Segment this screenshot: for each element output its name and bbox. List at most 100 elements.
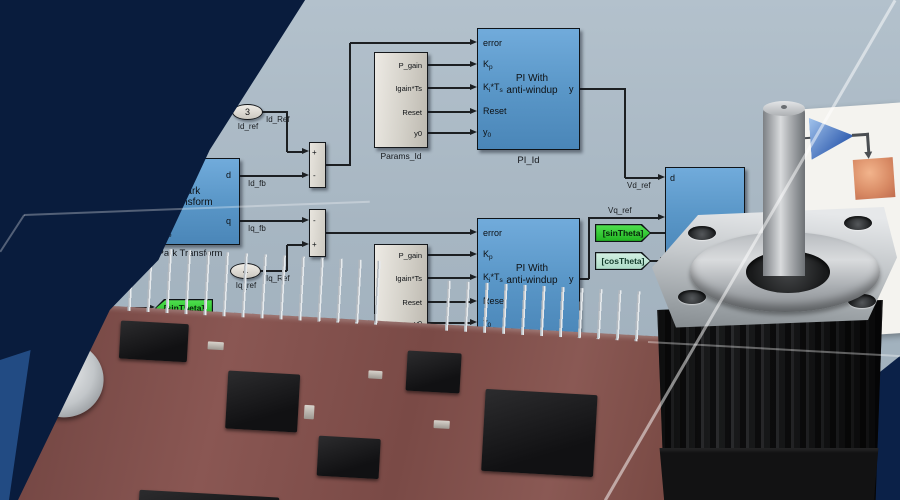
- wire: [326, 232, 470, 234]
- park-out-q: q: [226, 216, 232, 226]
- wire: [428, 277, 470, 279]
- params-id-port: Igain*Ts: [395, 84, 422, 93]
- ic-chip: [316, 435, 381, 480]
- wire: [588, 217, 658, 219]
- wire: [588, 217, 590, 279]
- pi-id-port-reset: Reset: [483, 106, 507, 116]
- wire-arrow: [470, 229, 477, 235]
- pi-id-title-line2: anti-windup: [506, 85, 558, 96]
- resistor: [433, 420, 450, 429]
- sum-block-d[interactable]: [309, 142, 326, 188]
- park-out-d: d: [226, 170, 232, 180]
- resistor: [368, 370, 383, 380]
- pi-id-name: PI_Id: [517, 155, 540, 166]
- wire-arrow: [302, 217, 309, 223]
- wire-arrow: [470, 39, 477, 45]
- wire-arrow: [470, 129, 477, 135]
- wire: [625, 177, 658, 179]
- signal-vq-ref: Vq_ref: [608, 206, 632, 215]
- wire: [262, 111, 287, 113]
- wire: [287, 244, 303, 246]
- params-id-port: y0: [414, 129, 422, 138]
- launchpad-board-photo: [0, 246, 693, 500]
- pi-id-block[interactable]: [477, 28, 580, 150]
- pin-header-row: [436, 280, 645, 342]
- wire: [650, 260, 661, 262]
- wire: [286, 111, 288, 152]
- pi-iq-out-y: y: [569, 274, 574, 284]
- pin-header-row: [119, 246, 393, 326]
- wire: [287, 151, 303, 153]
- black-header: [481, 388, 598, 478]
- wire-arrow: [470, 61, 477, 67]
- wire-arrow: [302, 148, 309, 154]
- wire-arrow: [658, 174, 665, 180]
- shaft-center-hole: [781, 105, 787, 109]
- ic-chip: [118, 320, 189, 363]
- wire: [580, 88, 625, 90]
- params-id-block[interactable]: [374, 52, 428, 148]
- sum-d-sign2: -: [313, 171, 316, 180]
- wire: [580, 278, 589, 280]
- wire-arrow: [658, 214, 665, 220]
- pi-id-port-error: error: [483, 38, 503, 48]
- from-sintheta-label: [sinTheta]: [596, 225, 650, 241]
- signal-id-fb: Id_fb: [248, 179, 266, 188]
- sum-q-sign1: -: [313, 216, 316, 225]
- pi-id-out-y: y: [569, 84, 574, 94]
- pi-id-port-kp: Kp: [483, 59, 493, 71]
- params-id-port: P_gain: [398, 61, 422, 70]
- surface-plot-icon: [852, 157, 896, 200]
- from-sintheta-tag[interactable]: [sinTheta]: [595, 224, 651, 242]
- pi-iq-port-ki: Ki*Ts: [483, 272, 503, 284]
- ic-chip: [405, 350, 462, 394]
- pi-id-port-y0: y0: [483, 127, 492, 139]
- wire-arrow: [470, 274, 477, 280]
- wire-arrow: [302, 241, 309, 247]
- inport-id-ref-label: Id_ref: [237, 122, 259, 131]
- flange-hole: [844, 216, 872, 230]
- pi-iq-port-error: error: [483, 228, 503, 238]
- wire: [240, 220, 302, 222]
- wire: [650, 232, 679, 234]
- pi-iq-port-kp: Kp: [483, 249, 493, 261]
- wire: [350, 42, 470, 44]
- wire: [428, 254, 470, 256]
- pi-id-port-ki: Ki*Ts: [483, 82, 503, 94]
- wire: [428, 111, 470, 113]
- wire: [428, 132, 470, 134]
- connector: [136, 489, 280, 500]
- wire: [326, 164, 351, 166]
- from-costheta-label: [cosTheta]: [596, 253, 650, 269]
- wire: [624, 88, 626, 178]
- signal-id-ref: Id_Ref: [266, 115, 290, 124]
- params-id-name: Params_Id: [380, 151, 422, 161]
- flange-hole: [688, 226, 716, 240]
- mcu-chip: [225, 370, 301, 433]
- sum-q-sign2: +: [312, 240, 317, 249]
- sum-d-sign1: +: [312, 148, 317, 157]
- inport-number: 3: [244, 107, 250, 117]
- sum-block-q[interactable]: [309, 209, 326, 257]
- pi-id-title-line1: PI With: [515, 73, 549, 84]
- params-iq-port: Reset: [402, 298, 422, 307]
- wire: [349, 43, 351, 165]
- wire-arrow: [470, 251, 477, 257]
- wire-arrow: [470, 84, 477, 90]
- params-iq-port: P_gain: [398, 251, 422, 260]
- inverse-park-in-d: d: [670, 173, 676, 183]
- params-id-port: Reset: [402, 108, 422, 117]
- resistor: [207, 341, 224, 351]
- wire-arrow: [302, 172, 309, 178]
- pi-iq-title-line1: PI With: [515, 263, 549, 274]
- resistor: [303, 404, 315, 420]
- motor-end-cap: [659, 448, 879, 500]
- pi-iq-title-line2: anti-windup: [506, 275, 558, 286]
- park-title-line2: Transform: [167, 197, 213, 208]
- params-iq-port: Igain*Ts: [395, 274, 422, 283]
- signal-vd-ref: Vd_ref: [627, 181, 651, 190]
- signal-iq-fb: Iq_fb: [248, 224, 266, 233]
- wire: [428, 87, 470, 89]
- from-costheta-tag[interactable]: [cosTheta]: [595, 252, 651, 270]
